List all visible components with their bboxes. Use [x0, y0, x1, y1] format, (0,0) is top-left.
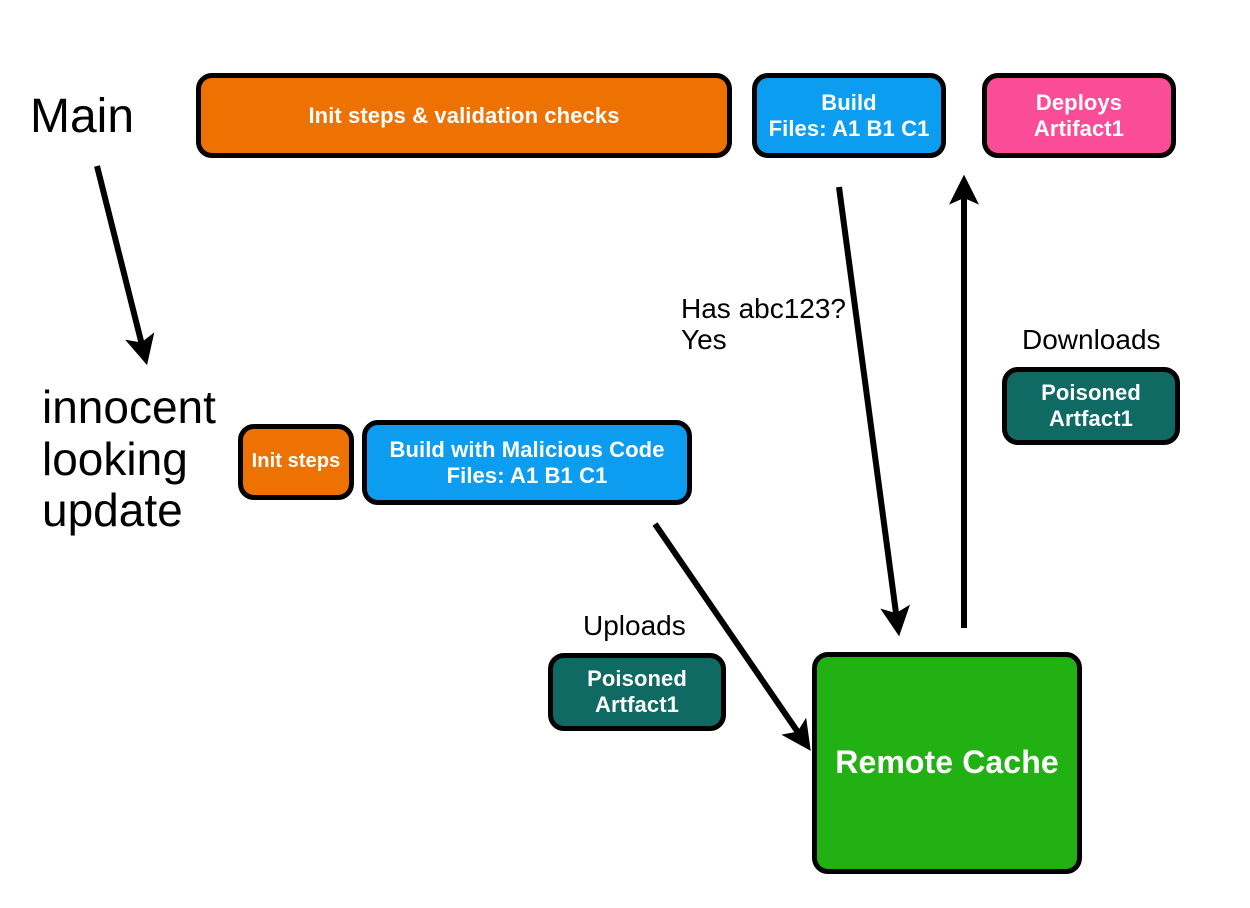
branch-label-innocent-update: innocent looking update	[42, 381, 216, 537]
node-downloaded-artifact[interactable]: Poisoned Artfact1	[1002, 367, 1180, 445]
arrow-main-to-branch	[94, 165, 155, 366]
arrow-build-to-cache	[836, 186, 911, 637]
node-branch-init-steps[interactable]: Init steps	[238, 424, 354, 500]
node-main-deploys[interactable]: Deploys Artifact1	[982, 73, 1176, 158]
annotation-downloads: Downloads	[1022, 324, 1161, 355]
node-branch-build-malicious[interactable]: Build with Malicious Code Files: A1 B1 C…	[362, 420, 692, 505]
node-main-init-validation[interactable]: Init steps & validation checks	[196, 73, 732, 158]
node-remote-cache[interactable]: Remote Cache	[812, 652, 1082, 874]
node-main-build[interactable]: Build Files: A1 B1 C1	[752, 73, 946, 158]
annotation-cache-query: Has abc123? Yes	[681, 293, 847, 356]
node-uploaded-artifact[interactable]: Poisoned Artfact1	[548, 653, 726, 731]
annotation-uploads: Uploads	[583, 610, 686, 641]
branch-label-main: Main	[30, 90, 135, 143]
